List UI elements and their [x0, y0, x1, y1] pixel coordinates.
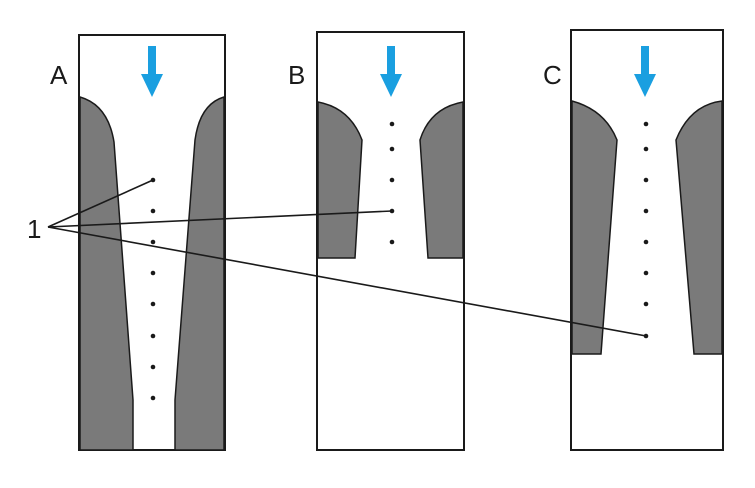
leader-line-to-b	[47, 210, 393, 228]
leader-line-to-a	[47, 179, 154, 228]
panel-c-label: C	[543, 60, 562, 90]
panel-b-label: B	[288, 60, 306, 90]
panel-c-left-wall	[571, 100, 618, 355]
panel-b	[316, 31, 465, 451]
panel-c	[570, 29, 724, 451]
panel-a-label: A	[50, 60, 68, 90]
panel-a-particles	[150, 177, 156, 401]
panel-b-right-wall	[419, 101, 464, 259]
panel-a-right-wall	[174, 95, 225, 451]
panel-b-particles	[389, 121, 395, 245]
leader-line-to-c	[47, 226, 647, 337]
panel-a-arrow-down-icon	[141, 46, 163, 97]
callout-number-label: 1	[27, 214, 42, 244]
panel-c-right-wall	[675, 100, 723, 355]
panel-b-left-wall	[317, 101, 363, 259]
panel-a	[78, 34, 226, 451]
panel-c-arrow-down-icon	[634, 46, 656, 97]
panel-b-arrow-down-icon	[380, 46, 402, 97]
callout-leader-lines	[47, 179, 647, 337]
panel-a-left-wall	[79, 96, 134, 451]
